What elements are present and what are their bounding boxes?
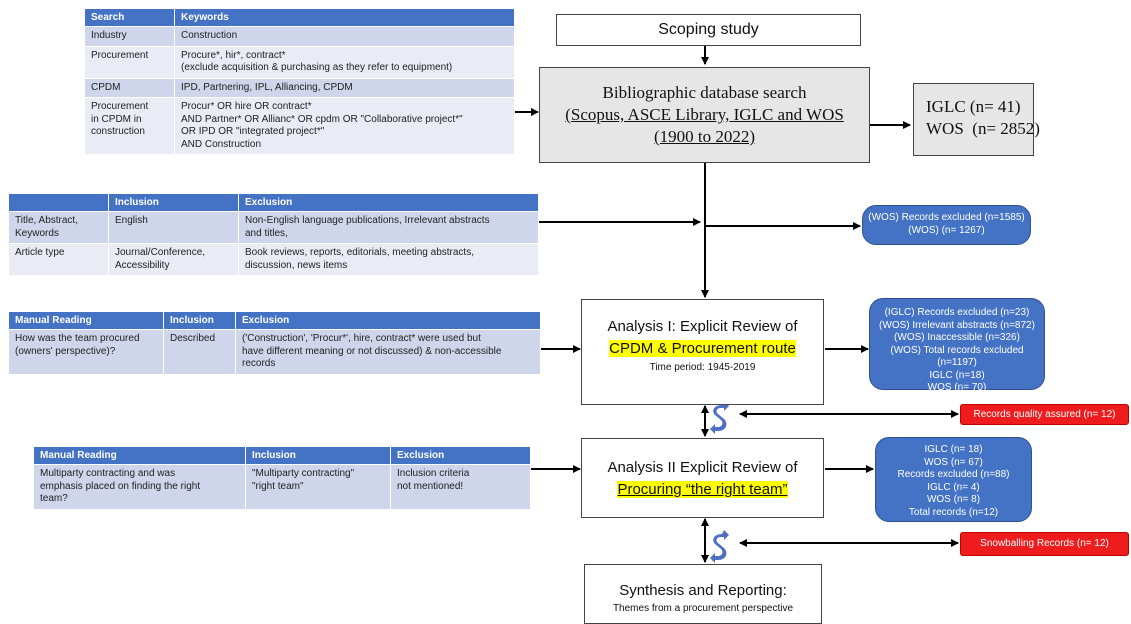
excluded-line: WOS (n= 67) xyxy=(924,456,983,468)
excluded-line: (WOS) Inaccessible (n=326) xyxy=(894,332,1020,343)
table-row: How was the team procured (owners' persp… xyxy=(8,329,541,375)
table-cell: Industry xyxy=(84,26,175,47)
table-cell: Non-English language publications, Irrel… xyxy=(238,211,539,244)
table-row: Title, Abstract, Keywords English Non-En… xyxy=(8,211,539,244)
table-header: Inclusion xyxy=(245,446,391,465)
snowballing-badge: Snowballing Records (n= 12) xyxy=(960,532,1129,556)
table-header: Exclusion xyxy=(390,446,531,465)
manual-reading-table-2: Manual Reading Inclusion Exclusion Multi… xyxy=(33,446,531,510)
table-cell: ('Construction', 'Procur*', hire, contra… xyxy=(235,329,541,375)
table-row: Industry Construction xyxy=(84,26,515,47)
excluded-line: (WOS) Irrelevant abstracts (n=872) xyxy=(879,319,1035,331)
wos-count: WOS (n= 2852) xyxy=(926,119,1040,138)
table-cell: Procurement xyxy=(84,45,175,79)
excluded-line: WOS (n= 8) xyxy=(926,494,981,505)
excluded-line: WOS (n= 70) xyxy=(927,382,987,393)
bibliographic-search-box: Bibliographic database search (Scopus, A… xyxy=(539,67,870,163)
excluded-line: (WOS) (n= 1267) xyxy=(908,224,985,236)
table-cell: Construction xyxy=(174,26,515,47)
table-cell: English xyxy=(108,211,239,244)
analysis-1-highlight: CPDM & Procurement route xyxy=(609,340,796,357)
excluded-line: (IGLC) Records excluded (n=23) xyxy=(884,307,1030,318)
table-header: Exclusion xyxy=(235,311,541,330)
analysis-1-box: Analysis I: Explicit Review of CPDM & Pr… xyxy=(581,299,824,405)
quality-assured-badge: Records quality assured (n= 12) xyxy=(960,404,1129,425)
bibliographic-search-title: Bibliographic database search xyxy=(602,83,807,102)
table-cell: Article type xyxy=(8,243,109,276)
table-cell: Procur* OR hire OR contract* AND Partner… xyxy=(174,97,515,155)
excluded-records-badge-1: (WOS) Records excluded (n=1585) (WOS) (n… xyxy=(862,205,1031,245)
table-row: Procurement Procure*, hir*, contract* (e… xyxy=(84,45,515,79)
quality-assured-label: Records quality assured (n= 12) xyxy=(973,409,1116,420)
table-row: Procurement in CPDM in construction Proc… xyxy=(84,97,515,155)
scoping-study-label: Scoping study xyxy=(658,21,759,38)
table-cell: IPD, Partnering, IPL, Alliancing, CPDM xyxy=(174,77,515,98)
synthesis-subtitle: Themes from a procurement perspective xyxy=(612,603,794,614)
analysis-2-title: Analysis II Explicit Review of xyxy=(607,459,798,476)
table-row: Multiparty contracting and was emphasis … xyxy=(33,464,531,510)
table-row: Article type Journal/Conference, Accessi… xyxy=(8,243,539,276)
table-header: Keywords xyxy=(174,8,515,27)
analysis-1-title: Analysis I: Explicit Review of xyxy=(607,318,798,335)
table-row: CPDM IPD, Partnering, IPL, Alliancing, C… xyxy=(84,77,515,98)
analysis-1-subtitle: CPDM & Procurement route xyxy=(582,338,823,360)
table-header: Exclusion xyxy=(238,193,539,212)
table-header: Manual Reading xyxy=(33,446,246,465)
excluded-line: (WOS) Total records excluded (n=1197) xyxy=(890,344,1024,369)
table-cell: CPDM xyxy=(84,77,175,98)
table-cell: How was the team procured (owners' persp… xyxy=(8,329,164,375)
table-cell: Title, Abstract, Keywords xyxy=(8,211,109,244)
table-cell: Procurement in CPDM in construction xyxy=(84,97,175,155)
snowballing-label: Snowballing Records (n= 12) xyxy=(980,538,1109,549)
excluded-line: IGLC (n=18) xyxy=(929,369,985,381)
iglc-count: IGLC (n= 41) xyxy=(926,97,1021,116)
excluded-line: Total records (n=12) xyxy=(908,506,999,518)
excluded-records-badge-3: IGLC (n= 18) WOS (n= 67) Records exclude… xyxy=(875,437,1032,522)
table-header: Inclusion xyxy=(108,193,239,212)
analysis-2-highlight: Procuring “the right team” xyxy=(617,481,788,498)
excluded-line: Records excluded (n=88) xyxy=(897,469,1010,480)
table-cell: Inclusion criteria not mentioned! xyxy=(390,464,531,510)
table-cell: Described xyxy=(163,329,236,375)
excluded-line: IGLC (n= 18) xyxy=(924,444,983,455)
scoping-study-box: Scoping study xyxy=(556,14,861,46)
table-cell: Multiparty contracting and was emphasis … xyxy=(33,464,246,510)
analysis-2-box: Analysis II Explicit Review of Procuring… xyxy=(581,438,824,518)
table-cell: Procure*, hir*, contract* (exclude acqui… xyxy=(174,45,515,79)
search-keywords-table: Search Keywords Industry Construction Pr… xyxy=(84,8,515,155)
excluded-records-badge-2: (IGLC) Records excluded (n=23) (WOS) Irr… xyxy=(869,298,1045,393)
table-cell: Book reviews, reports, editorials, meeti… xyxy=(238,243,539,276)
table-cell: Journal/Conference, Accessibility xyxy=(108,243,239,276)
inclusion-exclusion-table: Inclusion Exclusion Title, Abstract, Key… xyxy=(8,193,539,276)
analysis-2-subtitle: Procuring “the right team” xyxy=(582,479,823,501)
excluded-line: IGLC (n= 4) xyxy=(927,481,980,493)
table-header xyxy=(8,193,109,212)
manual-reading-table-1: Manual Reading Inclusion Exclusion How w… xyxy=(8,311,541,375)
table-cell: "Multiparty contracting" "right team" xyxy=(245,464,391,510)
analysis-1-period: Time period: 1945-2019 xyxy=(649,362,756,373)
excluded-line: (WOS) Records excluded (n=1585) xyxy=(868,212,1025,223)
table-header: Search xyxy=(84,8,175,27)
synthesis-title: Synthesis and Reporting: xyxy=(619,582,787,599)
bibliographic-search-years: (1900 to 2022) xyxy=(653,127,756,146)
table-header: Manual Reading xyxy=(8,311,164,330)
table-header: Inclusion xyxy=(163,311,236,330)
synthesis-box: Synthesis and Reporting: Themes from a p… xyxy=(584,564,822,624)
initial-counts-box: IGLC (n= 41) WOS (n= 2852) xyxy=(913,83,1040,156)
bibliographic-search-sources: (Scopus, ASCE Library, IGLC and WOS xyxy=(565,105,844,124)
cycle-icon xyxy=(710,401,729,563)
